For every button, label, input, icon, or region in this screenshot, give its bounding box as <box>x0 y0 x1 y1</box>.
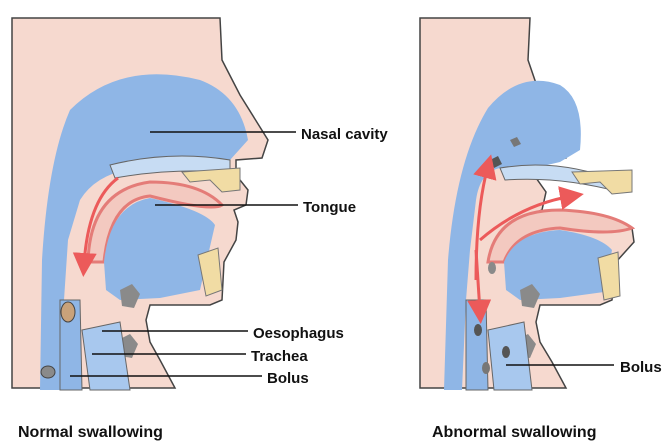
right-trachea <box>488 322 532 390</box>
right-upper-teeth <box>572 170 632 194</box>
caption-normal: Normal swallowing <box>18 424 163 441</box>
label-nasal-cavity: Nasal cavity <box>301 126 388 143</box>
caption-abnormal: Abnormal swallowing <box>432 424 596 441</box>
left-bolus <box>61 302 75 322</box>
label-oesophagus: Oesophagus <box>253 325 344 342</box>
right-bolus-fragment-3 <box>488 262 496 274</box>
label-bolus-left: Bolus <box>267 370 309 387</box>
normal-swallowing-panel: Nasal cavity Tongue Oesophagus Trachea B… <box>12 18 388 441</box>
right-bolus-fragment-6 <box>502 346 510 358</box>
label-bolus-right: Bolus <box>620 359 662 376</box>
label-tongue: Tongue <box>303 199 356 216</box>
label-trachea: Trachea <box>251 348 308 365</box>
right-oesophagus <box>466 300 488 390</box>
left-bolus-lower <box>41 366 55 378</box>
right-bolus-fragment-5 <box>482 362 490 374</box>
right-bolus-fragment-4 <box>474 324 482 336</box>
abnormal-swallowing-panel: Bolus Abnormal swallowing <box>420 18 662 441</box>
